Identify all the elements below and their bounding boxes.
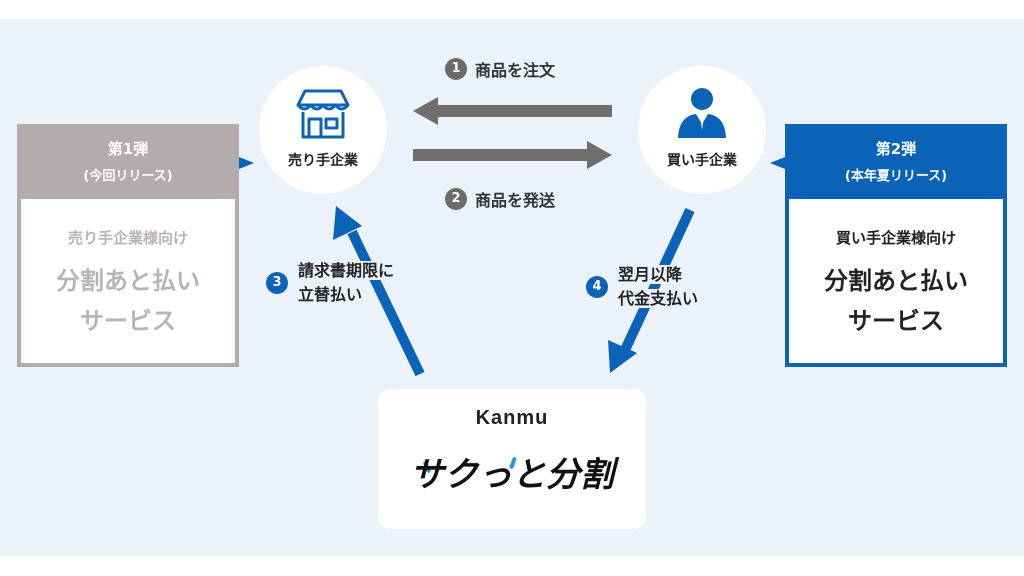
release2-header: 第2弾 (本年夏リリース)	[785, 124, 1007, 199]
step-3: 3 請求書期限に 立替払い	[266, 259, 397, 307]
step-4-line2: 代金支払い	[616, 289, 701, 308]
person-icon	[678, 88, 726, 138]
kanmu-card: Kanmu サクっと分割	[378, 389, 646, 529]
product-logo: サクっと分割	[410, 455, 614, 495]
store-icon	[296, 89, 350, 139]
step-4: 4 翌月以降 代金支払い	[586, 263, 701, 311]
release1-service: 分割あと払い サービス	[21, 261, 235, 341]
release1-pointer	[239, 157, 254, 169]
release1-subtitle: (今回リリース)	[83, 169, 173, 184]
release1-service-line2: サービス	[80, 307, 176, 335]
step-2-badge: 2	[445, 188, 467, 210]
order-arrow	[413, 97, 612, 125]
kanmu-logo: Kanmu	[475, 407, 549, 429]
seller-label: 売り手企業	[288, 153, 358, 169]
release2-title: 第2弾	[875, 140, 917, 158]
step-3-line2: 立替払い	[296, 285, 365, 304]
release1-title: 第1弾	[107, 140, 149, 158]
release1-header: 第1弾 (今回リリース)	[17, 124, 239, 199]
release1-service-line1: 分割あと払い	[56, 267, 200, 295]
step-3-badge: 3	[266, 272, 288, 294]
ship-arrow	[413, 141, 612, 169]
advance-payment-arrow	[333, 206, 425, 377]
release2-service-line1: 分割あと払い	[824, 267, 968, 295]
release2-subtitle: (本年夏リリース)	[844, 169, 948, 184]
step-4-badge: 4	[586, 276, 608, 298]
step-1-badge: 1	[445, 58, 467, 80]
step-1-text: 商品を注文	[475, 61, 556, 80]
release2-target: 買い手企業様向け	[835, 229, 956, 247]
release1-body: 売り手企業様向け 分割あと払い サービス	[21, 199, 235, 363]
release2-pointer	[770, 157, 785, 169]
release1-card: 第1弾 (今回リリース) 売り手企業様向け 分割あと払い サービス	[17, 124, 239, 367]
step-4-line1: 翌月以降	[616, 265, 685, 284]
step-2: 2 商品を発送	[445, 187, 555, 211]
step-3-line1: 請求書期限に	[296, 261, 397, 280]
release2-card: 第2弾 (本年夏リリース) 買い手企業様向け 分割あと払い サービス	[785, 124, 1007, 367]
release2-body: 買い手企業様向け 分割あと払い サービス	[789, 199, 1003, 363]
buyer-label: 買い手企業	[667, 153, 737, 169]
step-2-text: 商品を発送	[475, 191, 556, 210]
release2-service-line2: サービス	[848, 307, 944, 335]
release1-target: 売り手企業様向け	[67, 229, 188, 247]
release2-service: 分割あと払い サービス	[789, 261, 1003, 341]
seller-node: 売り手企業	[259, 66, 387, 194]
buyer-node: 買い手企業	[638, 66, 766, 194]
step-1: 1 商品を注文	[445, 57, 555, 81]
